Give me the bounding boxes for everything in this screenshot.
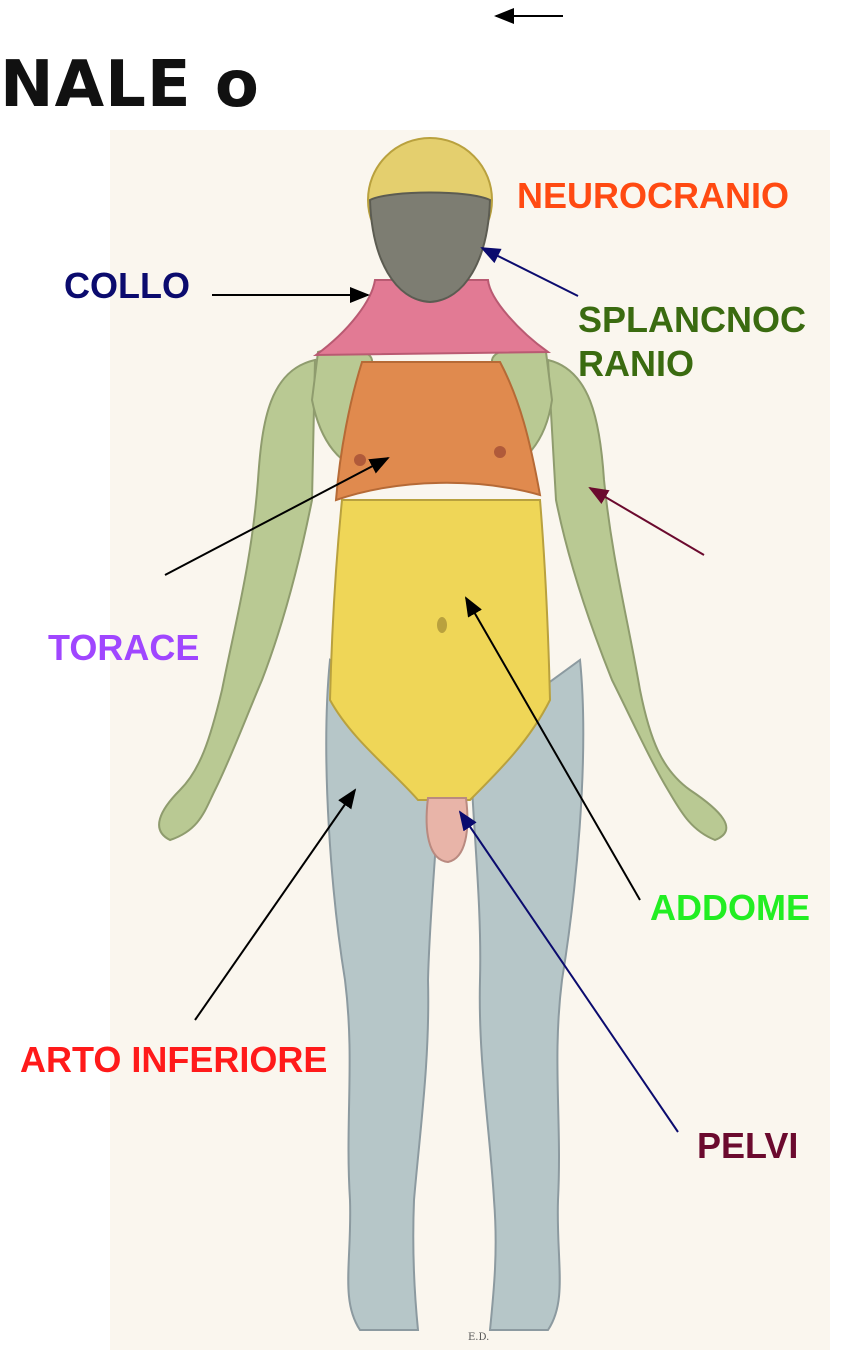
nipple-right	[494, 446, 506, 458]
page-title: NALE o	[0, 48, 260, 122]
label-torace: TORACE	[48, 626, 199, 670]
pelvis-region	[427, 798, 468, 862]
label-neurocranio: NEUROCRANIO	[517, 174, 789, 218]
label-pelvi: PELVI	[697, 1124, 798, 1168]
navel	[437, 617, 447, 633]
label-addome: ADDOME	[650, 886, 810, 930]
label-splancnocranio-line1: SPLANCNOC	[578, 298, 806, 342]
thorax-region	[336, 362, 540, 500]
label-splancnocranio-line2: RANIO	[578, 342, 694, 386]
label-collo: COLLO	[64, 264, 190, 308]
nipple-left	[354, 454, 366, 466]
label-arto-inferiore: ARTO INFERIORE	[20, 1038, 327, 1082]
artist-initials: E.D.	[468, 1332, 489, 1343]
